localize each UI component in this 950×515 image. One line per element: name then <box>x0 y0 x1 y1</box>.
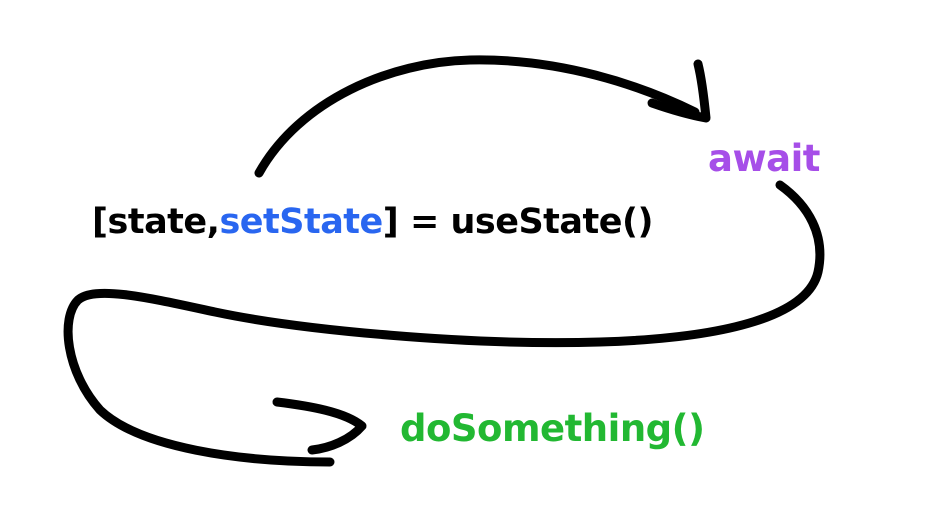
code-statement: [state,setState] = useState() <box>92 205 653 240</box>
open-bracket: [ <box>92 202 108 242</box>
use-state-call: useState() <box>450 202 653 242</box>
arc-to-await-arrow <box>254 55 700 178</box>
do-something-label: doSomething() <box>400 407 705 450</box>
state-token: state, <box>107 202 220 242</box>
dosomething-arrowhead-icon <box>272 397 367 455</box>
set-state-token: setState <box>219 202 383 242</box>
close-bracket: ] <box>382 202 399 242</box>
await-arrowhead-icon <box>647 59 711 123</box>
loop-to-dosomething-arrow <box>63 180 825 467</box>
await-label: await <box>708 137 821 180</box>
assign-operator: = <box>398 202 451 242</box>
